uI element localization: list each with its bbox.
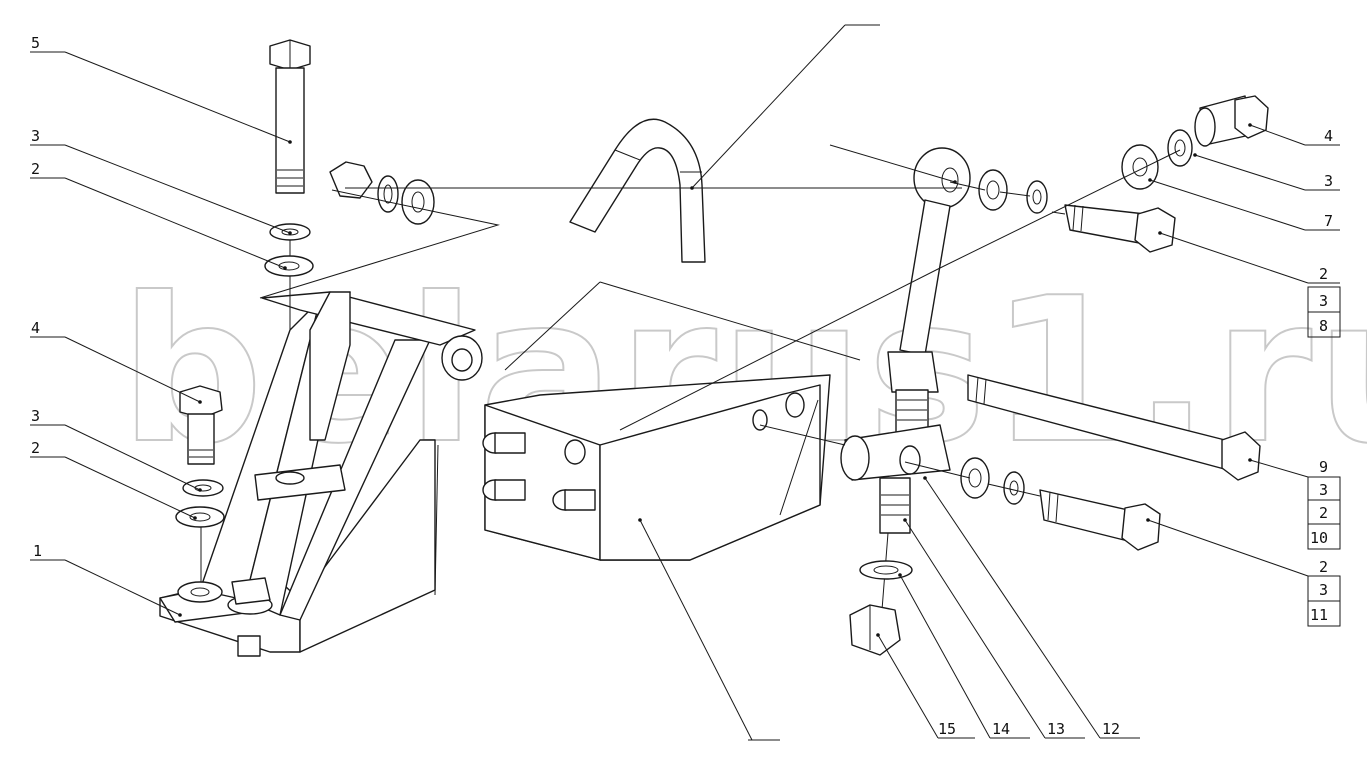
callout-2-left: 2 [31, 439, 40, 457]
leader-dots [178, 123, 1252, 637]
bracket-part-1 [159, 291, 483, 657]
nut-and-washers-group [329, 161, 435, 225]
bolt-part-5 [269, 39, 311, 194]
callout-4-right: 4 [1324, 127, 1333, 145]
threaded-stud-part-13 [879, 477, 911, 534]
callout-2-top: 2 [31, 160, 40, 178]
bolt-part-2-lower [1039, 489, 1161, 551]
long-pin-part-9 [967, 374, 1261, 481]
callout-1: 1 [33, 542, 42, 560]
callout-group1-8: 8 [1319, 317, 1328, 335]
washer-part-3-left [182, 479, 224, 497]
callout-box-group-2 [1307, 476, 1341, 550]
callout-3-right: 3 [1324, 172, 1333, 190]
callout-3-top: 3 [31, 127, 40, 145]
callout-3-left: 3 [31, 407, 40, 425]
callout-4-left: 4 [31, 319, 40, 337]
callout-group3-11: 11 [1310, 606, 1328, 624]
callout-13: 13 [1047, 720, 1065, 738]
callout-group2-9: 9 [1319, 458, 1328, 476]
callout-box-group-1 [1307, 282, 1341, 338]
callout-group1-2: 2 [1319, 265, 1328, 283]
callout-box-group-3 [1307, 575, 1341, 627]
leader-lines [30, 24, 1340, 741]
washer-part-3-right [1167, 129, 1193, 167]
bolt-part-4-right [1194, 95, 1269, 147]
washer-part-7 [1121, 144, 1159, 190]
callout-12: 12 [1102, 720, 1120, 738]
assembly-lines [259, 149, 1181, 596]
callout-15: 15 [938, 720, 956, 738]
callout-group1-3: 3 [1319, 292, 1328, 310]
callout-group2-10: 10 [1310, 529, 1328, 547]
callout-5: 5 [31, 34, 40, 52]
callout-group3-3: 3 [1319, 581, 1328, 599]
callout-labels: 5 3 2 4 3 2 1 4 3 7 2 3 8 9 3 2 10 2 3 1… [31, 34, 1333, 738]
callout-group3-2: 2 [1319, 558, 1328, 576]
callout-7: 7 [1324, 212, 1333, 230]
washer-part-14 [859, 560, 913, 580]
callout-group2-3: 3 [1319, 481, 1328, 499]
nut-part-15 [849, 604, 901, 656]
callout-14: 14 [992, 720, 1010, 738]
callout-group2-2: 2 [1319, 504, 1328, 522]
bolt-part-2-upper [1064, 204, 1176, 253]
washer-part-2-left [175, 506, 225, 528]
rod-with-eye [887, 147, 971, 439]
spring-clip [569, 118, 706, 263]
washers-eye-group [978, 169, 1048, 214]
washer-part-2-top [264, 255, 314, 277]
valve-block [482, 374, 831, 561]
